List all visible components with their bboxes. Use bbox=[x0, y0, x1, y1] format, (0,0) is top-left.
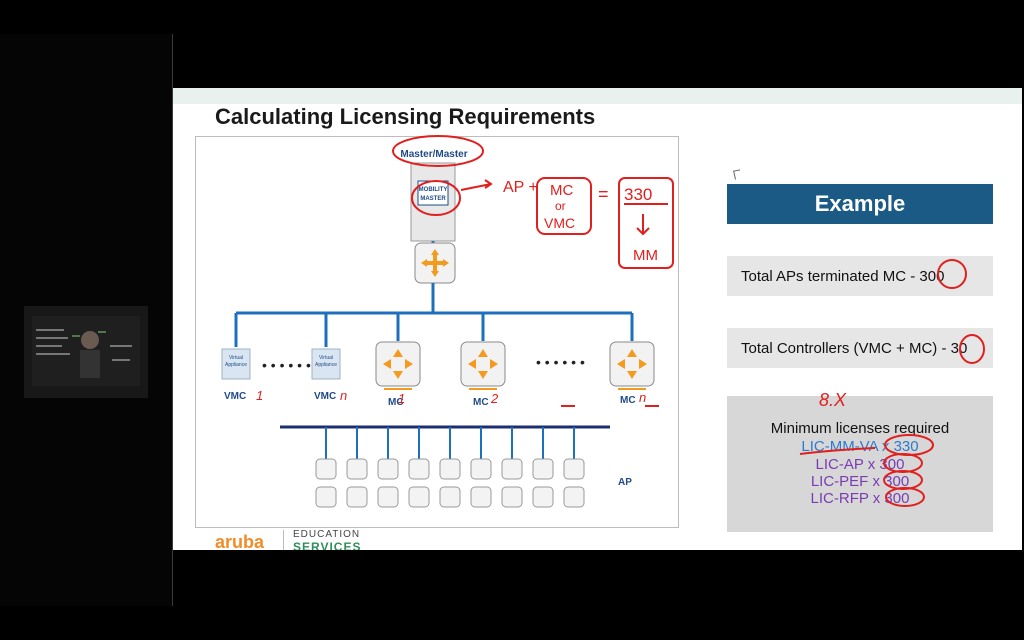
mc-controller-icon bbox=[460, 341, 506, 387]
total-aps-info: Total APs terminated MC - 300 bbox=[727, 256, 993, 296]
mc-controller-icon bbox=[375, 341, 421, 387]
footer-edu: EDUCATION bbox=[293, 529, 361, 540]
mouse-cursor-icon bbox=[733, 169, 742, 180]
ellipsis: • • • • • • bbox=[536, 354, 585, 370]
aruba-logo: aruba bbox=[215, 532, 265, 550]
example-header: Example bbox=[727, 184, 993, 224]
drop-lines bbox=[234, 313, 634, 347]
network-diagram: Master/Master MOBILITY MASTER bbox=[195, 136, 679, 528]
education-services-logo: EDUCATION SERVICES bbox=[293, 529, 361, 550]
left-video-panel bbox=[0, 34, 173, 606]
mc-label: MC bbox=[388, 397, 404, 408]
webcam-thumbnail bbox=[24, 306, 148, 398]
mobility-master-text-1: MOBILITY bbox=[419, 187, 448, 193]
license-line: LIC-MM-VA x 330 bbox=[801, 438, 919, 455]
footer-services: SERVICES bbox=[293, 540, 362, 550]
slide-header-band bbox=[173, 88, 1022, 104]
licenses-heading: Minimum licenses required bbox=[770, 420, 950, 437]
diagram-svg: Master/Master MOBILITY MASTER bbox=[221, 149, 655, 508]
svg-text:Virtual: Virtual bbox=[319, 355, 333, 361]
license-line: LIC-RFP x 300 bbox=[810, 490, 910, 507]
ap-drop-lines bbox=[325, 427, 575, 459]
virtual-appliance-icon: Virtual Appliance bbox=[221, 348, 251, 380]
master-label: Master/Master bbox=[400, 149, 467, 160]
ellipsis: • • • • • • bbox=[262, 357, 311, 373]
webcam-scene bbox=[24, 306, 148, 398]
slide-title: Calculating Licensing Requirements bbox=[215, 104, 596, 129]
mc-label: MC bbox=[473, 397, 489, 408]
vmc-label: VMC bbox=[224, 391, 246, 402]
svg-text:Virtual: Virtual bbox=[229, 355, 243, 361]
footer-divider bbox=[283, 530, 284, 550]
license-line: LIC-PEF x 300 bbox=[810, 473, 910, 490]
virtual-appliance-icon: Virtual Appliance bbox=[311, 348, 341, 380]
mc-label: MC bbox=[620, 395, 636, 406]
svg-text:Appliance: Appliance bbox=[315, 362, 337, 368]
svg-text:Appliance: Appliance bbox=[225, 362, 247, 368]
license-line: LIC-AP x 300 bbox=[815, 456, 905, 473]
mc-controller-icon bbox=[609, 341, 655, 387]
access-points-grid bbox=[315, 458, 585, 508]
ap-label: AP bbox=[618, 477, 632, 488]
vmc-label: VMC bbox=[314, 391, 336, 402]
total-controllers-info: Total Controllers (VMC + MC) - 30 bbox=[727, 328, 993, 368]
mobility-master-text-2: MASTER bbox=[420, 196, 446, 202]
license-requirements-box: Minimum licenses required LIC-MM-VA x 33… bbox=[727, 396, 993, 532]
switch-arrows-icon bbox=[421, 249, 449, 277]
presentation-slide: Calculating Licensing Requirements Maste… bbox=[173, 88, 1022, 550]
